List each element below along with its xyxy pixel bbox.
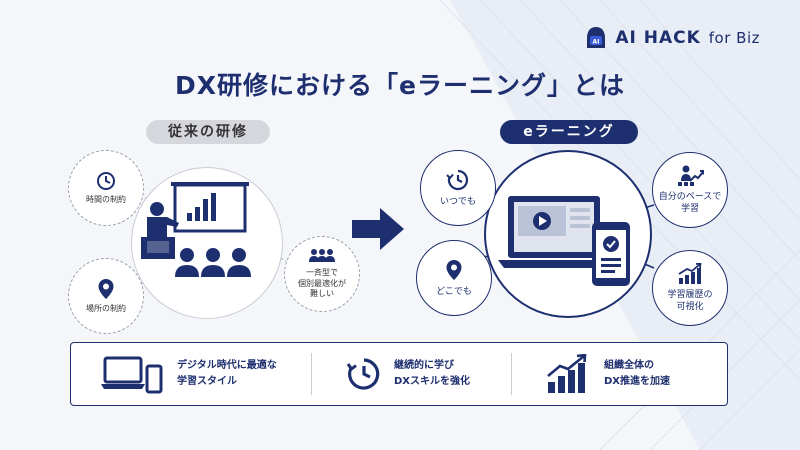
- feature-digital-line2: 学習スタイル: [177, 376, 237, 387]
- brand-name: AI HACK: [615, 28, 701, 48]
- new-point-visualize-line2: 可視化: [676, 302, 704, 312]
- ai-hood-icon: AI: [587, 27, 606, 48]
- classroom-illustration: [131, 167, 283, 319]
- new-point-visualize-line1: 学習履歴の: [667, 289, 713, 300]
- new-point-own-pace: 自分のペースで 学習: [652, 152, 728, 228]
- bar-growth-icon: [547, 354, 587, 393]
- new-point-visualize: 学習履歴の 可視化: [652, 250, 728, 326]
- growth-chart-icon: [678, 262, 702, 284]
- feature-continuous: 継続的に学び DXスキルを強化: [346, 343, 470, 405]
- feature-divider: [511, 353, 512, 395]
- feature-digital-line1: デジタル時代に最適な: [177, 359, 277, 371]
- location-pin-icon: [446, 259, 462, 280]
- feature-organization-line2: DX推進を加速: [604, 376, 671, 387]
- transition-arrow-icon: [352, 208, 404, 250]
- feature-continuous-line2: DXスキルを強化: [394, 376, 471, 387]
- new-point-anytime-label: いつでも: [439, 196, 476, 207]
- feature-continuous-line1: 継続的に学び: [394, 359, 454, 371]
- svg-text:AI: AI: [593, 39, 600, 46]
- new-point-anytime: いつでも: [420, 150, 496, 226]
- clock-icon: [97, 171, 115, 190]
- old-point-place-label: 場所の制約: [86, 303, 126, 313]
- old-point-group-line3: 難しい: [310, 289, 334, 299]
- new-point-anywhere: どこでも: [416, 240, 492, 316]
- feature-organization: 組織全体の DX推進を加速: [546, 343, 670, 405]
- new-point-anywhere-label: どこでも: [436, 286, 472, 297]
- devices-icon: [101, 356, 163, 394]
- features-box: デジタル時代に最適な 学習スタイル 継続的に学び DXスキルを強化 組織全体の …: [70, 342, 728, 406]
- old-point-time-label: 時間の制約: [86, 194, 126, 204]
- classroom-icon: [141, 182, 251, 277]
- page-title: DX研修における「eラーニング」とは: [175, 71, 625, 100]
- new-point-own-pace-line2: 学習: [680, 204, 699, 214]
- old-point-group-line1: 一斉型で: [306, 267, 338, 277]
- old-point-group: 一斉型で 個別最適化が 難しい: [284, 236, 360, 312]
- new-point-own-pace-line1: 自分のペースで: [658, 191, 722, 202]
- brand-logo: AI AI HACK for Biz: [585, 26, 760, 50]
- location-pin-icon: [98, 278, 114, 299]
- brand-sub: for Biz: [708, 29, 760, 47]
- feature-divider: [311, 353, 312, 395]
- group-icon: [309, 248, 335, 262]
- person-growth-icon: [678, 165, 704, 186]
- old-point-place: 場所の制約: [68, 258, 144, 334]
- cycle-clock-icon: [346, 358, 380, 390]
- clock-rotate-icon: [446, 169, 469, 191]
- feature-organization-line1: 組織全体の: [604, 359, 654, 371]
- laptop-phone-icon: [497, 195, 630, 286]
- elearning-illustration: [484, 150, 652, 318]
- elearning-label: eラーニング: [500, 120, 638, 144]
- old-point-group-line2: 個別最適化が: [298, 278, 346, 288]
- old-point-time: 時間の制約: [68, 150, 144, 226]
- old-training-label: 従来の研修: [146, 120, 270, 144]
- feature-digital: デジタル時代に最適な 学習スタイル: [101, 343, 277, 405]
